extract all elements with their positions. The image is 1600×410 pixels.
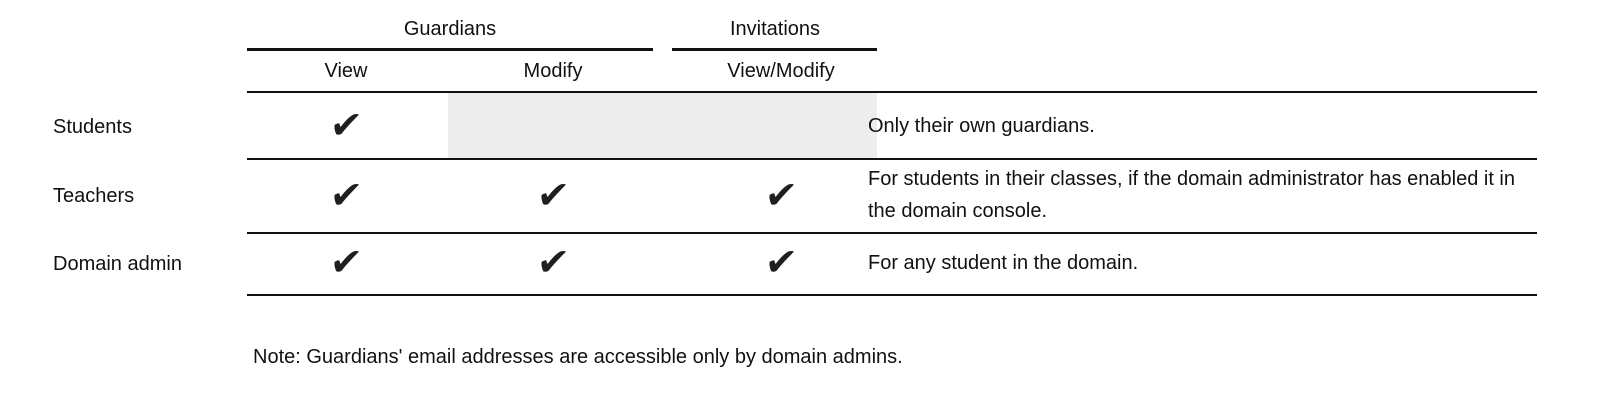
guardians-underline <box>247 48 653 51</box>
rule-admin-bottom <box>247 294 1537 296</box>
rule-teachers-bottom <box>247 232 1537 234</box>
check-icon: ✔ <box>327 103 365 147</box>
check-icon: ✔ <box>327 173 365 217</box>
rule-students-bottom <box>247 158 1537 160</box>
check-icon: ✔ <box>762 240 800 284</box>
column-header-modify: Modify <box>523 60 583 82</box>
column-header-view-modify: View/Modify <box>727 60 835 82</box>
row-note-students: Only their own guardians. <box>868 115 1095 137</box>
invitations-underline <box>672 48 877 51</box>
group-header-invitations: Invitations <box>729 18 821 40</box>
group-header-guardians: Guardians <box>403 18 497 40</box>
row-note-teachers: For students in their classes, if the do… <box>868 168 1515 222</box>
check-icon: ✔ <box>534 240 572 284</box>
check-icon: ✔ <box>762 173 800 217</box>
check-icon: ✔ <box>327 240 365 284</box>
row-label-students: Students <box>53 116 132 138</box>
row-label-domain-admin: Domain admin <box>53 253 182 275</box>
check-icon: ✔ <box>534 173 572 217</box>
row-note-domain-admin: For any student in the domain. <box>868 252 1139 274</box>
column-header-view: View <box>324 60 368 82</box>
footnote: Note: Guardians' email addresses are acc… <box>253 346 903 368</box>
row-label-teachers: Teachers <box>53 185 135 207</box>
students-no-permission-cell <box>448 93 877 158</box>
rule-header-bottom <box>247 91 1537 93</box>
